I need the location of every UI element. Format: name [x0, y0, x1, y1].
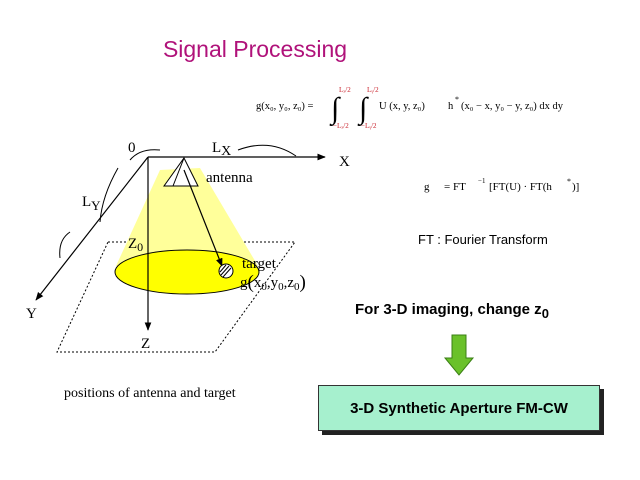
lx-subscript: X [221, 144, 231, 159]
svg-text:g: g [424, 181, 430, 193]
beam-footprint [114, 249, 260, 295]
y-axis-label: Y [26, 306, 37, 322]
z-axis-label: Z [141, 336, 150, 352]
svg-text:*: * [455, 95, 459, 104]
svg-text:−1: −1 [478, 177, 486, 185]
y-axis [35, 156, 149, 301]
svg-text:−Lₓ/2: −Lₓ/2 [333, 122, 349, 130]
down-arrow [443, 334, 475, 376]
svg-text:LX: LX [212, 140, 231, 159]
svg-text:= FT: = FT [444, 181, 466, 193]
svg-text:Lᵧ/2: Lᵧ/2 [367, 86, 379, 94]
antenna-to-target-arrow [183, 169, 223, 267]
target-coordinates: g(x0,y0,z0) [240, 272, 306, 293]
origin-label: 0 [128, 140, 136, 156]
svg-text:Z0: Z0 [128, 236, 143, 254]
svg-text:*: * [567, 177, 571, 186]
ly-label: L [82, 194, 91, 210]
svg-text:∫: ∫ [329, 92, 341, 127]
beam-cone [116, 168, 258, 266]
z0-subscript: 0 [137, 240, 143, 254]
x-axis-label: X [339, 154, 350, 170]
svg-text:Lₓ/2: Lₓ/2 [339, 86, 351, 94]
antenna-label: antenna [206, 170, 253, 186]
lx-label: L [212, 140, 221, 156]
svg-text:−Lᵧ/2: −Lᵧ/2 [361, 122, 377, 130]
svg-text:h: h [448, 101, 454, 112]
z0-label: Z [128, 236, 137, 252]
diagram-caption: positions of antenna and target [64, 386, 236, 401]
ft-definition: FT : Fourier Transform [418, 232, 548, 247]
result-box: 3-D Synthetic Aperture FM-CW [318, 385, 600, 431]
svg-text:LY: LY [82, 194, 101, 213]
target-marker [218, 263, 234, 279]
fourier-formula: g = FT −1 [FT(U) · FT(h * )] [424, 177, 579, 193]
target-label: target [242, 256, 277, 272]
svg-text:(x₀ − x, y₀ − y, z₀) dx dy: (x₀ − x, y₀ − y, z₀) dx dy [461, 101, 564, 112]
ly-subscript: Y [91, 198, 101, 213]
ly-arc [99, 167, 119, 223]
page-title: Signal Processing [162, 36, 348, 62]
svg-text:)]: )] [572, 181, 579, 193]
change-instruction: For 3-D imaging, change z0 [355, 301, 549, 321]
svg-text:∫: ∫ [357, 92, 369, 127]
integral-formula: g(x₀, y₀, z₀) = ∫ Lₓ/2 −Lₓ/2 ∫ Lᵧ/2 −Lᵧ/… [256, 86, 564, 130]
svg-text:U (x, y, z₀): U (x, y, z₀) [379, 101, 425, 112]
svg-text:g(x₀, y₀, z₀) =: g(x₀, y₀, z₀) = [256, 101, 314, 112]
lx-arc [237, 144, 297, 157]
antenna-shape [163, 157, 199, 187]
svg-text:[FT(U) · FT(h: [FT(U) · FT(h [489, 181, 552, 193]
